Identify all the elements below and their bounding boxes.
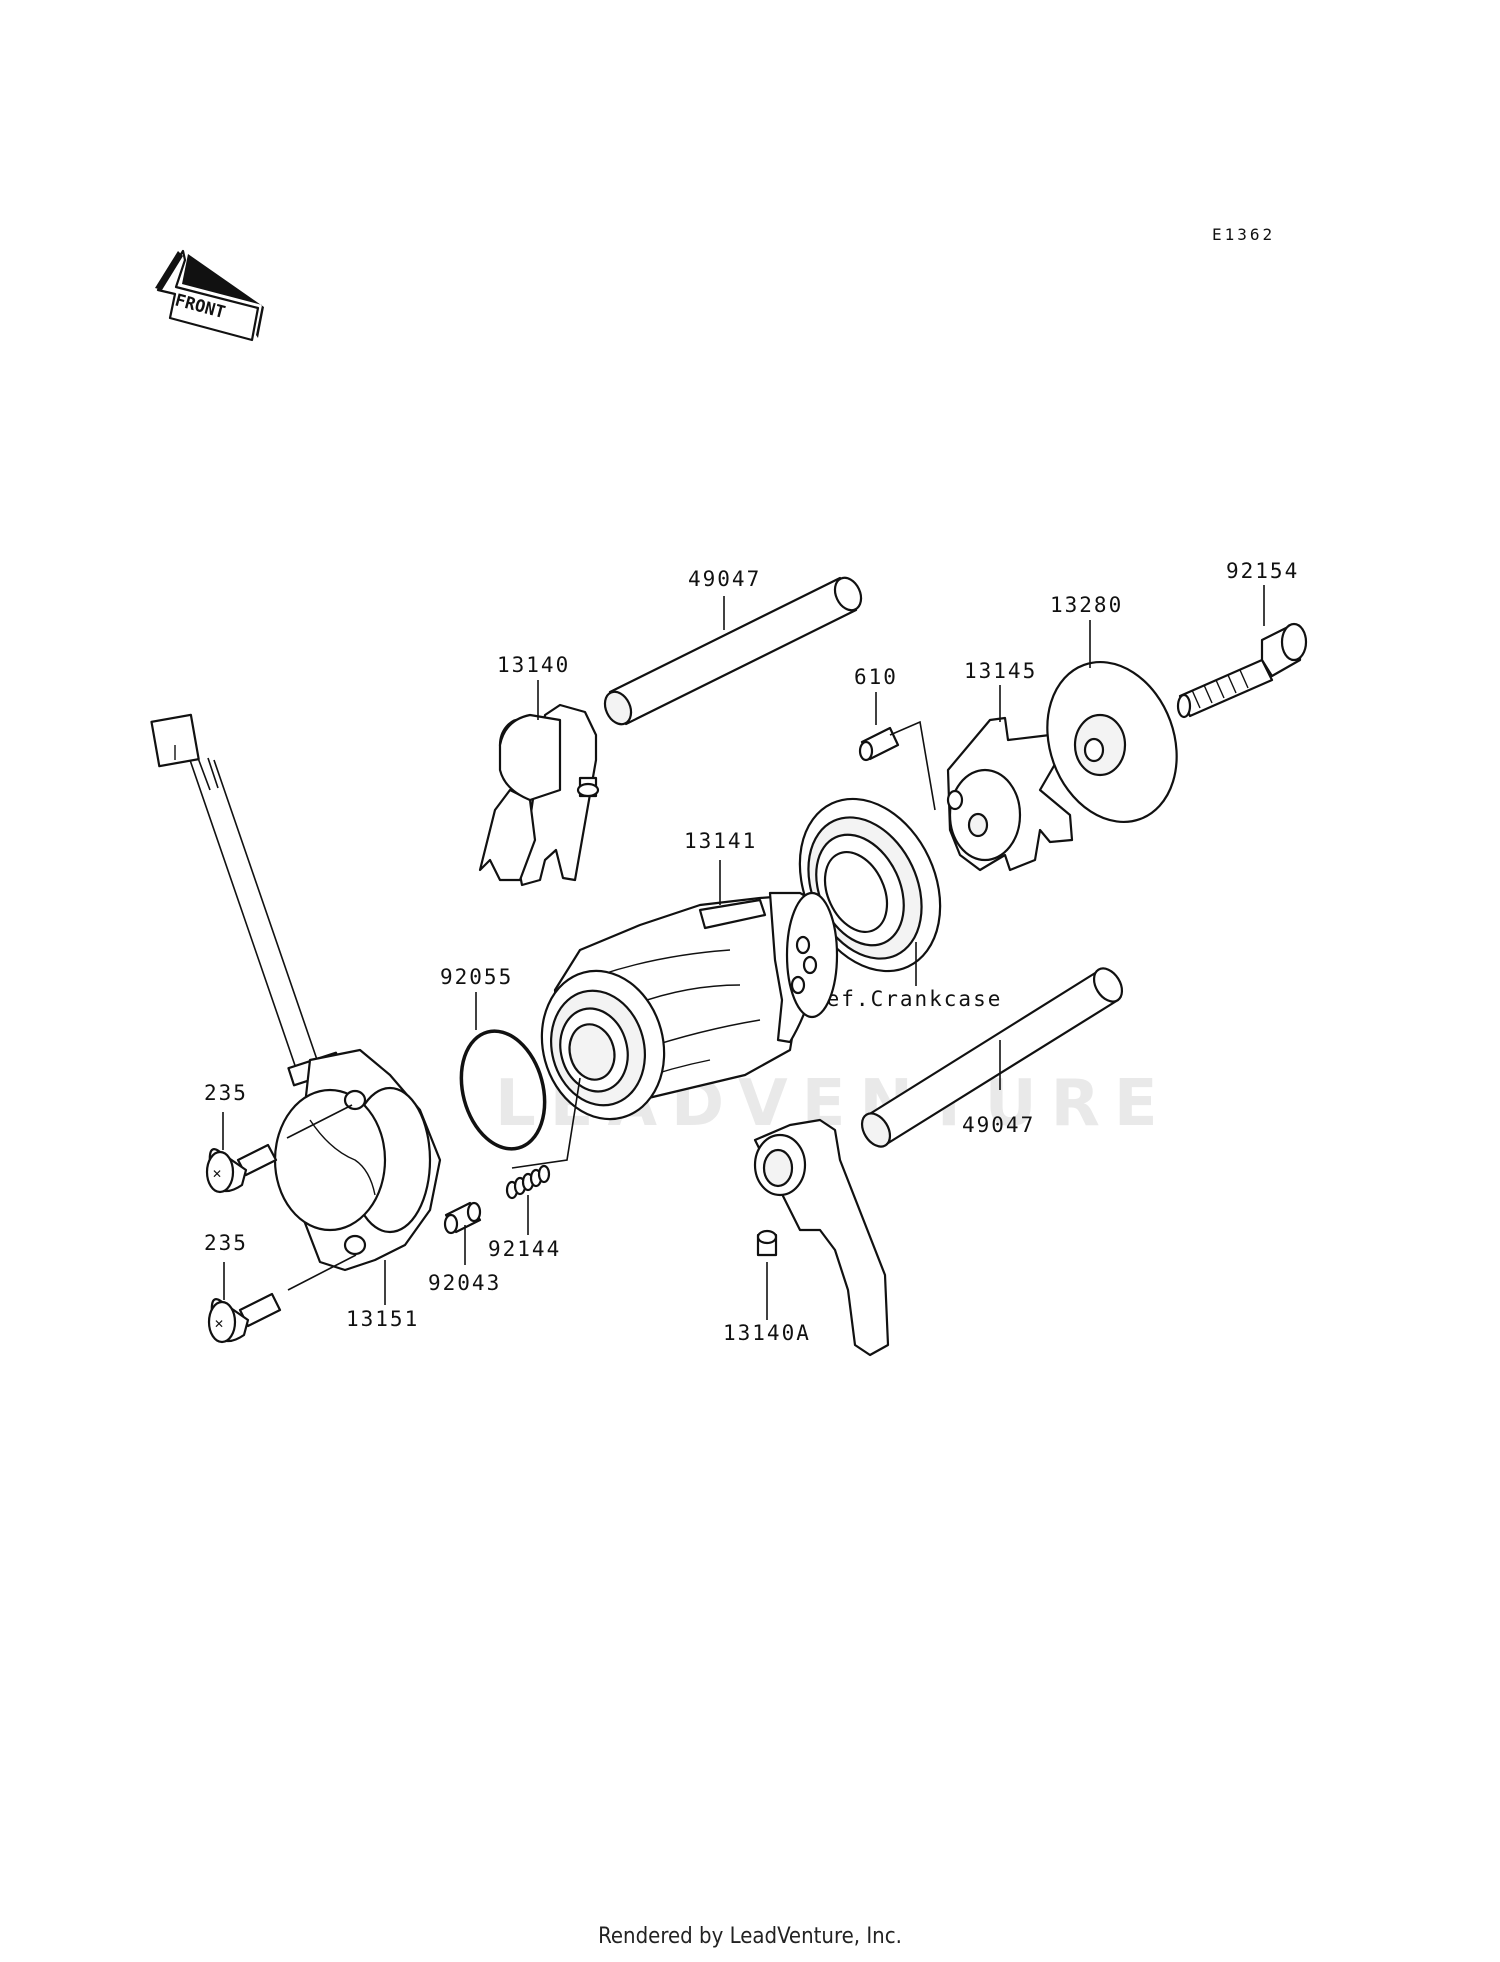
shift-fork-13140a[interactable]	[753, 1118, 890, 1357]
footer-credit: Rendered by LeadVenture, Inc.	[598, 1924, 902, 1949]
label-49047-bottom[interactable]: 49047	[962, 1113, 1035, 1137]
shift-drum-13141[interactable]	[526, 891, 839, 1133]
label-235-top[interactable]: 235	[204, 1081, 248, 1105]
shift-cam-13145[interactable]	[946, 716, 1074, 872]
label-13140a[interactable]: 13140A	[723, 1321, 811, 1345]
shift-rod-bottom[interactable]	[856, 963, 1127, 1151]
o-ring-92055[interactable]	[449, 1022, 557, 1159]
screw-235-top[interactable]: ✕	[205, 1143, 278, 1194]
shift-fork-13140[interactable]	[478, 703, 600, 887]
label-13140[interactable]: 13140	[497, 653, 570, 677]
label-92055[interactable]: 92055	[440, 965, 513, 989]
svg-text:✕: ✕	[212, 1167, 222, 1181]
label-92144[interactable]: 92144	[488, 1237, 561, 1261]
diagram-code: E1362	[1212, 225, 1275, 244]
gear-position-switch-13151[interactable]	[150, 713, 442, 1272]
plate-13280[interactable]	[1026, 644, 1199, 841]
label-92154[interactable]: 92154	[1226, 559, 1299, 583]
label-ref-crankcase[interactable]: Ref.Crankcase	[812, 987, 1002, 1011]
label-235-bottom[interactable]: 235	[204, 1231, 248, 1255]
screw-235-bottom[interactable]: ✕	[207, 1292, 282, 1344]
spring-92144[interactable]	[505, 1164, 551, 1200]
label-13280[interactable]: 13280	[1050, 593, 1123, 617]
svg-text:✕: ✕	[214, 1317, 224, 1331]
front-arrow-icon: FRONT	[155, 249, 264, 342]
bolt-92154[interactable]	[1176, 622, 1308, 719]
label-13141[interactable]: 13141	[684, 829, 757, 853]
pin-92043[interactable]	[443, 1201, 482, 1235]
pin-610[interactable]	[858, 726, 900, 762]
label-49047-top[interactable]: 49047	[688, 567, 761, 591]
shift-rod-top[interactable]	[600, 574, 866, 729]
label-13151[interactable]: 13151	[346, 1307, 419, 1331]
label-610[interactable]: 610	[854, 665, 898, 689]
label-92043[interactable]: 92043	[428, 1271, 501, 1295]
label-13145[interactable]: 13145	[964, 659, 1037, 683]
